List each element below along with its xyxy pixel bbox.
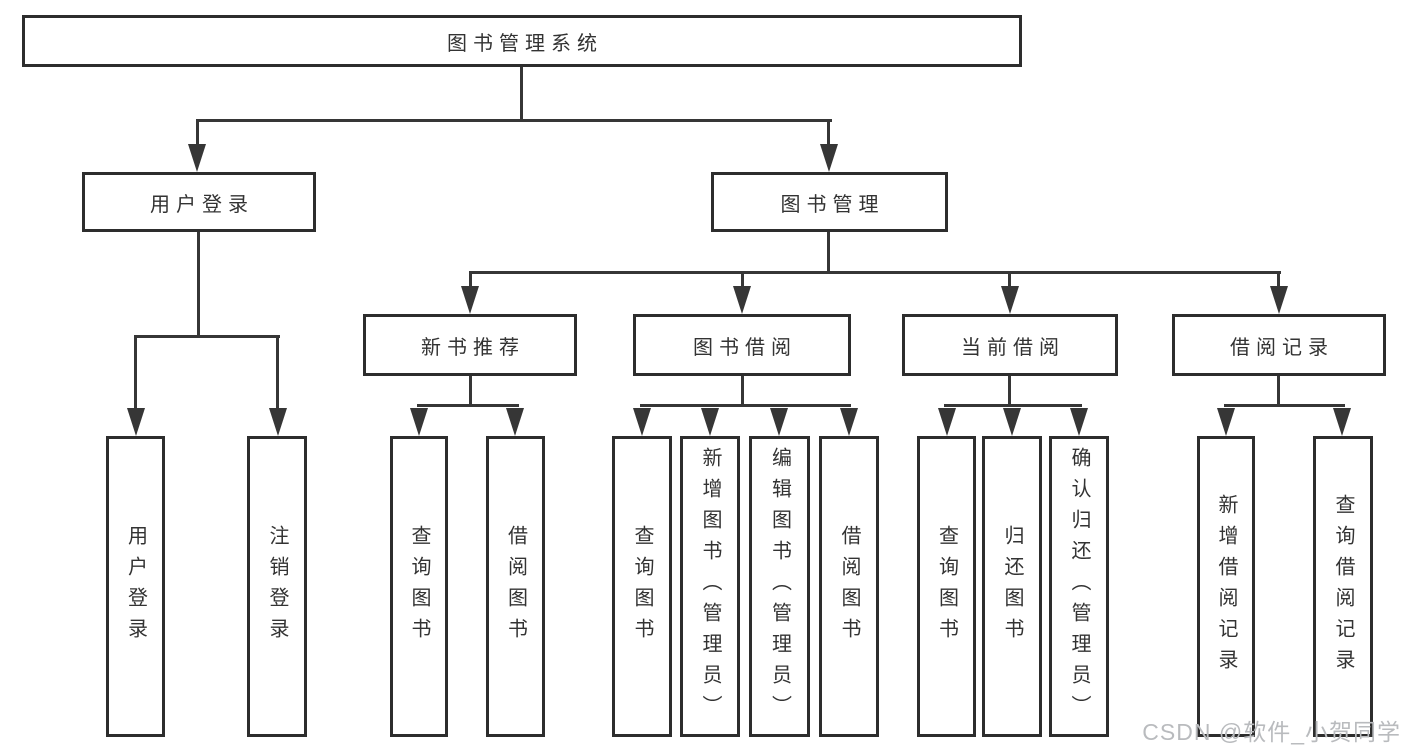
connector-line (741, 376, 744, 407)
leaf-add-borrow-record: 新增借阅记录 (1197, 436, 1255, 737)
node-library-management-system: 图书管理系统 (22, 15, 1022, 67)
arrowhead-down (410, 408, 428, 436)
leaf-user-login: 用户登录 (106, 436, 165, 737)
leaf-label: 确认归还（管理员） (1068, 447, 1090, 726)
leaf-query-books-recommend: 查询图书 (390, 436, 448, 737)
leaf-label: 编辑图书（管理员） (768, 447, 791, 726)
connector-line (469, 376, 472, 407)
arrowhead-down (1001, 286, 1019, 314)
arrowhead-down (1003, 408, 1021, 436)
node-label: 图书管理 (780, 193, 885, 216)
arrowhead-down (1333, 408, 1351, 436)
leaf-return-books: 归还图书 (982, 436, 1042, 737)
connector-line (1277, 274, 1280, 288)
node-current-borrowing: 当前借阅 (902, 314, 1118, 376)
node-label: 当前借阅 (961, 336, 1065, 359)
node-book-borrowing: 图书借阅 (633, 314, 851, 376)
node-new-book-recommendation: 新书推荐 (363, 314, 577, 376)
connector-line (196, 119, 832, 122)
leaf-query-books-current: 查询图书 (917, 436, 976, 737)
connector-line (1008, 274, 1011, 288)
connector-line (520, 67, 523, 121)
arrowhead-down (938, 408, 956, 436)
leaf-borrow-books: 借阅图书 (819, 436, 879, 737)
connector-line (827, 232, 830, 274)
connector-line (640, 404, 851, 407)
connector-line (827, 121, 830, 146)
arrowhead-down (127, 408, 145, 436)
arrowhead-down (770, 408, 788, 436)
connector-line (469, 274, 472, 288)
leaf-label: 查询借阅记录 (1332, 493, 1354, 680)
arrowhead-down (269, 408, 287, 436)
leaf-label: 查询图书 (631, 524, 653, 649)
arrowhead-down (188, 144, 206, 172)
node-label: 图书借阅 (693, 336, 797, 359)
node-user-login: 用户登录 (82, 172, 316, 232)
arrowhead-down (1217, 408, 1235, 436)
node-label: 图书管理系统 (447, 32, 603, 55)
arrowhead-down (820, 144, 838, 172)
leaf-label: 新增借阅记录 (1215, 493, 1237, 680)
connector-line (1008, 376, 1011, 407)
connector-line (944, 404, 1082, 407)
arrowhead-down (461, 286, 479, 314)
leaf-confirm-return-admin: 确认归还（管理员） (1049, 436, 1109, 737)
connector-line (196, 121, 199, 146)
connector-line (1224, 404, 1345, 407)
connector-line (469, 271, 1281, 274)
connector-line (134, 338, 137, 410)
node-label: 用户登录 (150, 193, 254, 216)
node-label: 借阅记录 (1230, 336, 1334, 359)
arrowhead-down (633, 408, 651, 436)
connector-line (134, 335, 280, 338)
leaf-label: 查询图书 (408, 524, 430, 649)
leaf-label: 注销登录 (266, 524, 288, 649)
leaf-label: 借阅图书 (838, 524, 860, 649)
leaf-edit-books-admin: 编辑图书（管理员） (749, 436, 810, 737)
arrowhead-down (733, 286, 751, 314)
connector-line (197, 232, 200, 338)
connector-line (417, 404, 519, 407)
csdn-watermark: CSDN @软件_小贺同学 (1142, 719, 1401, 745)
arrowhead-down (1070, 408, 1088, 436)
leaf-logout: 注销登录 (247, 436, 307, 737)
arrowhead-down (1270, 286, 1288, 314)
connector-line (741, 274, 744, 288)
arrowhead-down (506, 408, 524, 436)
leaf-label: 借阅图书 (504, 524, 527, 649)
leaf-label: 新增图书（管理员） (699, 447, 721, 726)
leaf-label: 用户登录 (124, 524, 147, 649)
leaf-label: 查询图书 (935, 524, 958, 649)
leaf-add-books-admin: 新增图书（管理员） (680, 436, 740, 737)
leaf-borrow-books-recommend: 借阅图书 (486, 436, 545, 737)
arrowhead-down (701, 408, 719, 436)
node-label: 新书推荐 (421, 336, 525, 359)
leaf-query-books-borrowing: 查询图书 (612, 436, 672, 737)
arrowhead-down (840, 408, 858, 436)
connector-line (276, 338, 279, 410)
node-book-management: 图书管理 (711, 172, 948, 232)
leaf-label: 归还图书 (1001, 524, 1023, 649)
node-borrowing-records: 借阅记录 (1172, 314, 1386, 376)
connector-line (1277, 376, 1280, 407)
leaf-query-borrow-record: 查询借阅记录 (1313, 436, 1373, 737)
